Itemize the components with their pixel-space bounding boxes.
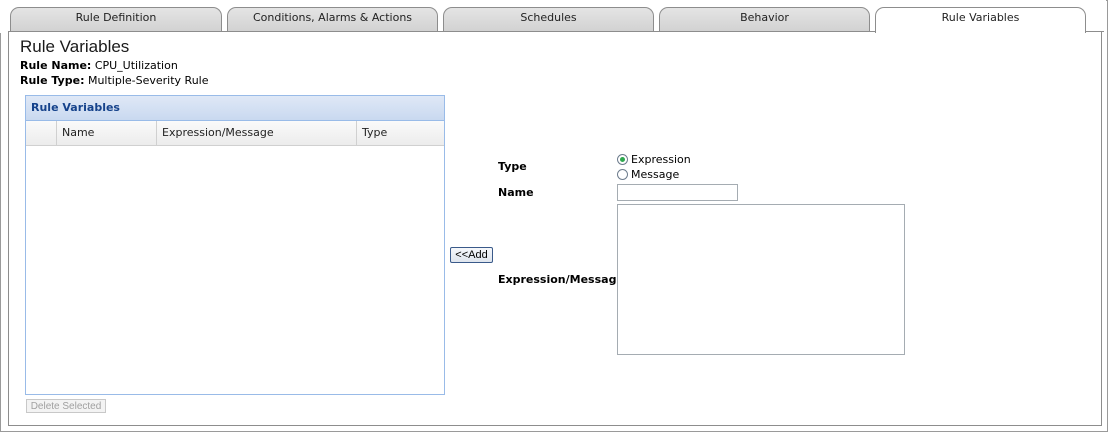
name-label: Name [498,186,534,199]
rule-name-label: Rule Name: [20,59,92,72]
tab-divider [8,31,1104,32]
type-option-message[interactable]: Message [617,168,679,181]
tab-schedules[interactable]: Schedules [443,7,654,31]
column-header-name[interactable]: Name [57,121,157,145]
tab-panel [8,31,1102,426]
tab-conditions-alarms-actions[interactable]: Conditions, Alarms & Actions [227,7,438,31]
tab-behavior[interactable]: Behavior [659,7,870,31]
type-option-expression-label: Expression [631,153,691,166]
delete-selected-button[interactable]: Delete Selected [26,399,106,413]
name-input[interactable] [617,184,738,201]
rule-type-value: Multiple-Severity Rule [87,74,209,87]
radio-expression-icon[interactable] [617,154,628,165]
tab-rule-definition[interactable]: Rule Definition [10,7,222,31]
column-header-expression[interactable]: Expression/Message [157,121,357,145]
rule-type-label: Rule Type: [20,74,85,87]
type-label: Type [498,160,527,173]
type-option-expression[interactable]: Expression [617,153,691,166]
type-option-message-label: Message [631,168,680,181]
expression-message-textarea[interactable] [617,204,905,355]
radio-message-icon[interactable] [617,169,628,180]
rule-name-line: Rule Name: CPU_Utilization [20,59,178,72]
grid-title: Rule Variables [26,96,444,121]
column-header-type[interactable]: Type [362,126,388,139]
rule-name-value: CPU_Utilization [94,59,178,72]
expression-message-label: Expression/Message [498,273,624,286]
grid-body[interactable] [26,146,444,396]
rule-variables-grid: Rule Variables Name Expression/Message T… [25,95,445,395]
rule-type-line: Rule Type: Multiple-Severity Rule [20,74,209,87]
column-header-select[interactable] [26,121,57,145]
add-button[interactable]: <<Add [450,247,493,263]
page-title: Rule Variables [20,37,130,56]
tab-rule-variables[interactable]: Rule Variables [875,7,1086,33]
tab-bar: Rule Definition Conditions, Alarms & Act… [0,0,1106,33]
grid-column-headers: Name Expression/Message Type [26,121,444,146]
